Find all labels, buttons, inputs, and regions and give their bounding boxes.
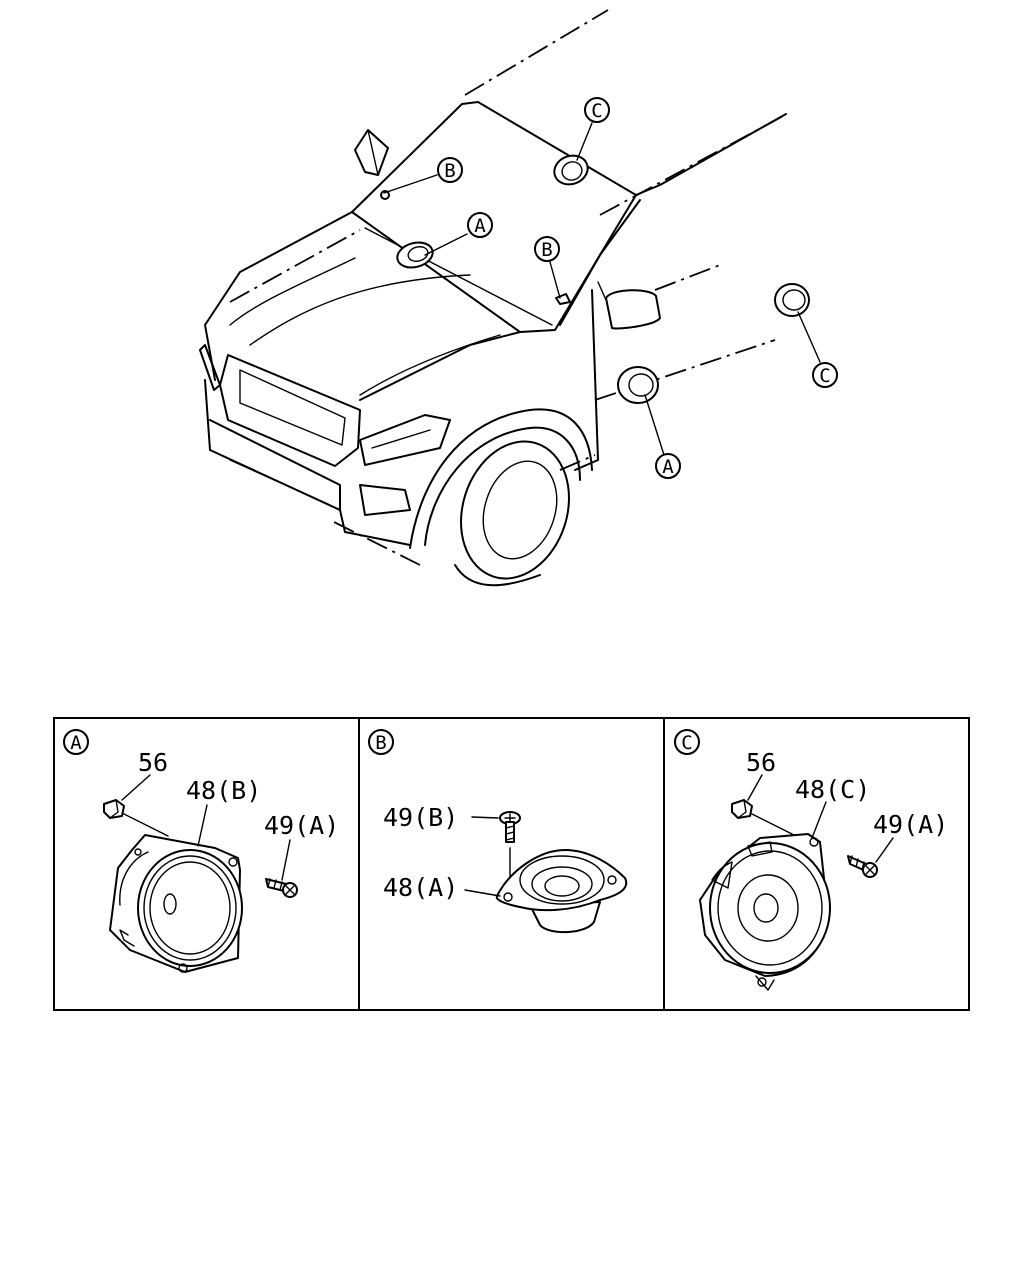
- callout-label: B: [444, 160, 455, 182]
- callout-label: C: [819, 365, 830, 387]
- panel-key-label: A: [70, 732, 82, 754]
- callout-c-front-door: C: [584, 97, 610, 123]
- callout-label: C: [591, 100, 602, 122]
- part-label-56: 56: [746, 748, 776, 777]
- screw-part: [265, 878, 298, 898]
- callout-label: A: [662, 456, 674, 478]
- panel-c: C 56 48(C) 49(A): [674, 729, 948, 991]
- panel-b: B 49(B) 48(A): [368, 729, 628, 934]
- panel-a-badge: A: [63, 729, 89, 755]
- part-label-48c: 48(C): [795, 775, 870, 804]
- callout-c-rear-door: C: [812, 362, 838, 388]
- speaker-part: [699, 833, 831, 991]
- part-label-49a: 49(A): [264, 811, 339, 840]
- panel-c-badge: C: [674, 729, 700, 755]
- vehicle-illustration: [199, 9, 821, 587]
- callout-label: B: [541, 239, 552, 261]
- part-label-49b: 49(B): [383, 803, 458, 832]
- callout-a-dash: A: [467, 212, 493, 238]
- callout-b-pillar: B: [534, 236, 560, 262]
- panel-key-label: B: [375, 732, 386, 754]
- screw-part: [847, 855, 878, 878]
- screw-part: [499, 811, 521, 843]
- part-label-48b: 48(B): [186, 776, 261, 805]
- part-label-48a: 48(A): [383, 873, 458, 902]
- callout-label: A: [474, 215, 486, 237]
- detail-panels: [53, 717, 970, 1011]
- part-label-56: 56: [138, 748, 168, 777]
- panel-a: A 56 48(B) 49(A): [63, 729, 339, 973]
- speaker-part: [495, 849, 628, 934]
- part-label-49a: 49(A): [873, 810, 948, 839]
- callout-a-door: A: [655, 453, 681, 479]
- speaker-part: [109, 834, 243, 973]
- callout-b-windshield: B: [437, 157, 463, 183]
- panel-b-badge: B: [368, 729, 394, 755]
- panel-key-label: C: [681, 732, 692, 754]
